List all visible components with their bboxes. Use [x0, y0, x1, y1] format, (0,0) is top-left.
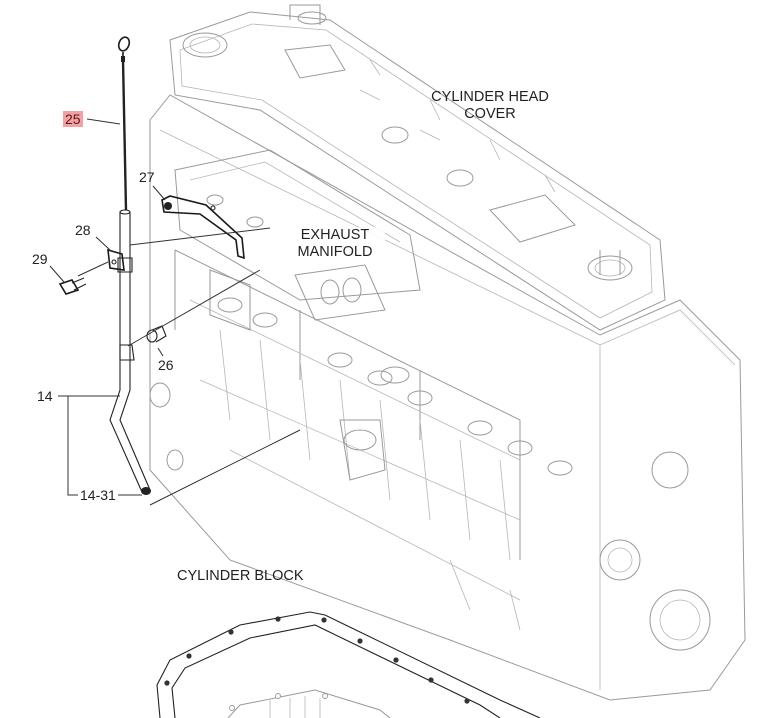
cylinder-head-cover [169, 4, 666, 331]
label-exhaust-manifold: EXHAUST MANIFOLD [285, 227, 385, 261]
sleeve-part-26 [146, 325, 167, 343]
oil-pan-gasket [156, 611, 541, 718]
exhaust-manifold [174, 149, 421, 321]
callout-14-31[interactable]: 14-31 [80, 487, 116, 503]
leader-lines [49, 118, 301, 506]
bolt-part-29 [58, 277, 87, 295]
callout-25[interactable]: 25 [63, 111, 83, 127]
callout-26[interactable]: 26 [158, 357, 174, 373]
label-exhaust-manifold-line2: MANIFOLD [297, 244, 373, 260]
label-cylinder-block: CYLINDER BLOCK [177, 568, 304, 584]
callout-27[interactable]: 27 [139, 169, 155, 185]
cylinder-block [149, 94, 746, 701]
callout-29[interactable]: 29 [32, 251, 48, 267]
dipstick-part-25 [117, 36, 131, 211]
clamp-part-28 [107, 248, 125, 271]
callout-28[interactable]: 28 [75, 222, 91, 238]
label-cylinder-head-cover: CYLINDER HEAD COVER [420, 89, 560, 123]
bracket-part-27 [161, 195, 245, 260]
label-exhaust-manifold-line1: EXHAUST [300, 227, 370, 243]
callout-14[interactable]: 14 [37, 388, 53, 404]
label-cylinder-head-cover-line2: COVER [464, 106, 516, 122]
guide-tube-part-14 [109, 209, 151, 495]
label-cylinder-head-cover-line1: CYLINDER HEAD [431, 89, 549, 105]
